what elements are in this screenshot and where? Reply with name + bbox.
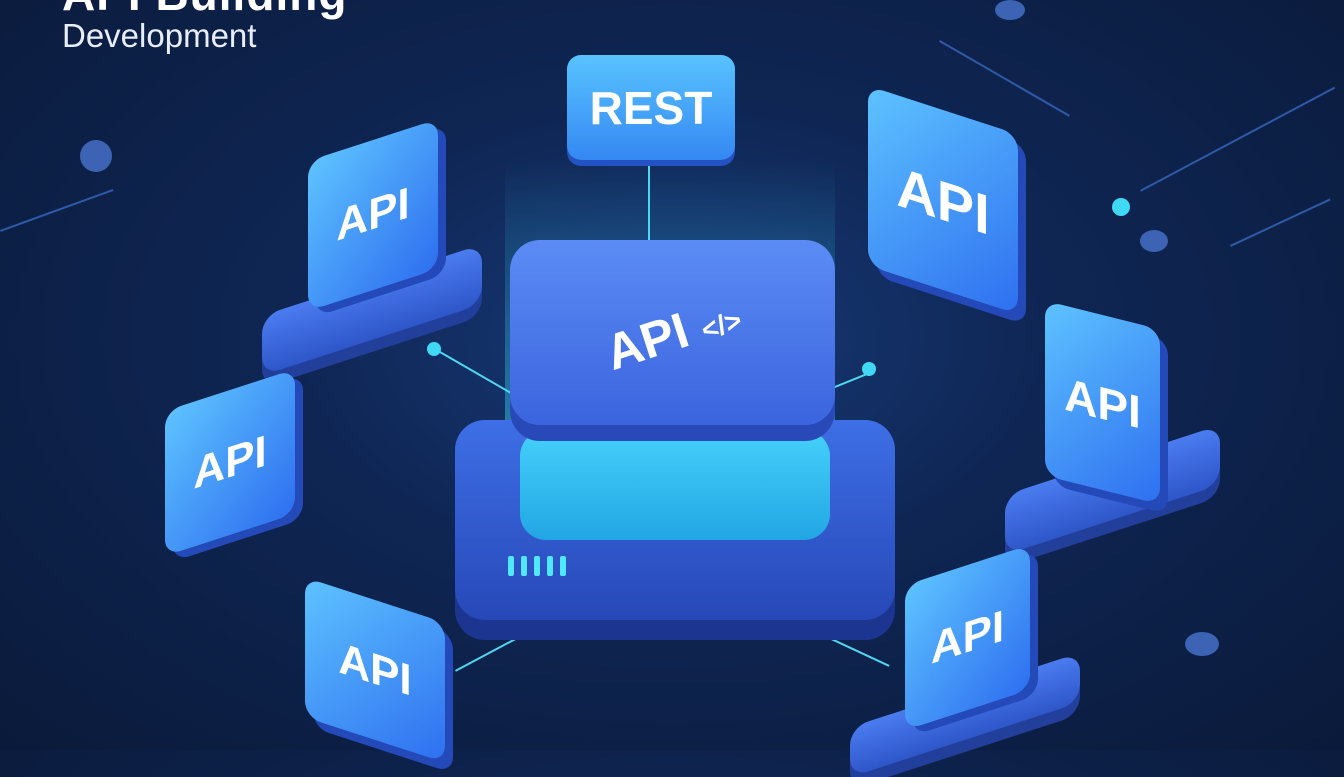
decor-dot xyxy=(1112,198,1130,216)
central-api-platform: API </> xyxy=(510,240,835,425)
page-title: API Building xyxy=(62,0,347,17)
node-dot xyxy=(532,623,546,637)
api-card: API xyxy=(305,577,445,763)
node-dot xyxy=(862,362,876,376)
node-dot xyxy=(802,622,816,636)
circuit-line xyxy=(0,188,114,232)
decor-dot xyxy=(80,140,112,172)
decor-dot xyxy=(1185,632,1219,656)
decor-dot xyxy=(995,0,1025,20)
api-card: API xyxy=(868,85,1018,315)
api-card: API xyxy=(165,368,295,557)
circuit-line xyxy=(1140,86,1336,192)
connector-line xyxy=(807,627,890,667)
api-card: API xyxy=(1045,300,1160,505)
connector-line xyxy=(455,627,536,672)
decor-dot xyxy=(1140,230,1168,252)
server-glow xyxy=(520,430,830,540)
circuit-line xyxy=(1230,198,1331,247)
node-dot xyxy=(427,342,441,356)
page-subtitle: Development xyxy=(62,17,257,54)
central-api-label: API xyxy=(598,301,695,381)
code-icon: </> xyxy=(697,303,746,346)
server-vents xyxy=(508,556,566,576)
rest-card: REST xyxy=(567,55,735,160)
circuit-line xyxy=(939,40,1070,117)
